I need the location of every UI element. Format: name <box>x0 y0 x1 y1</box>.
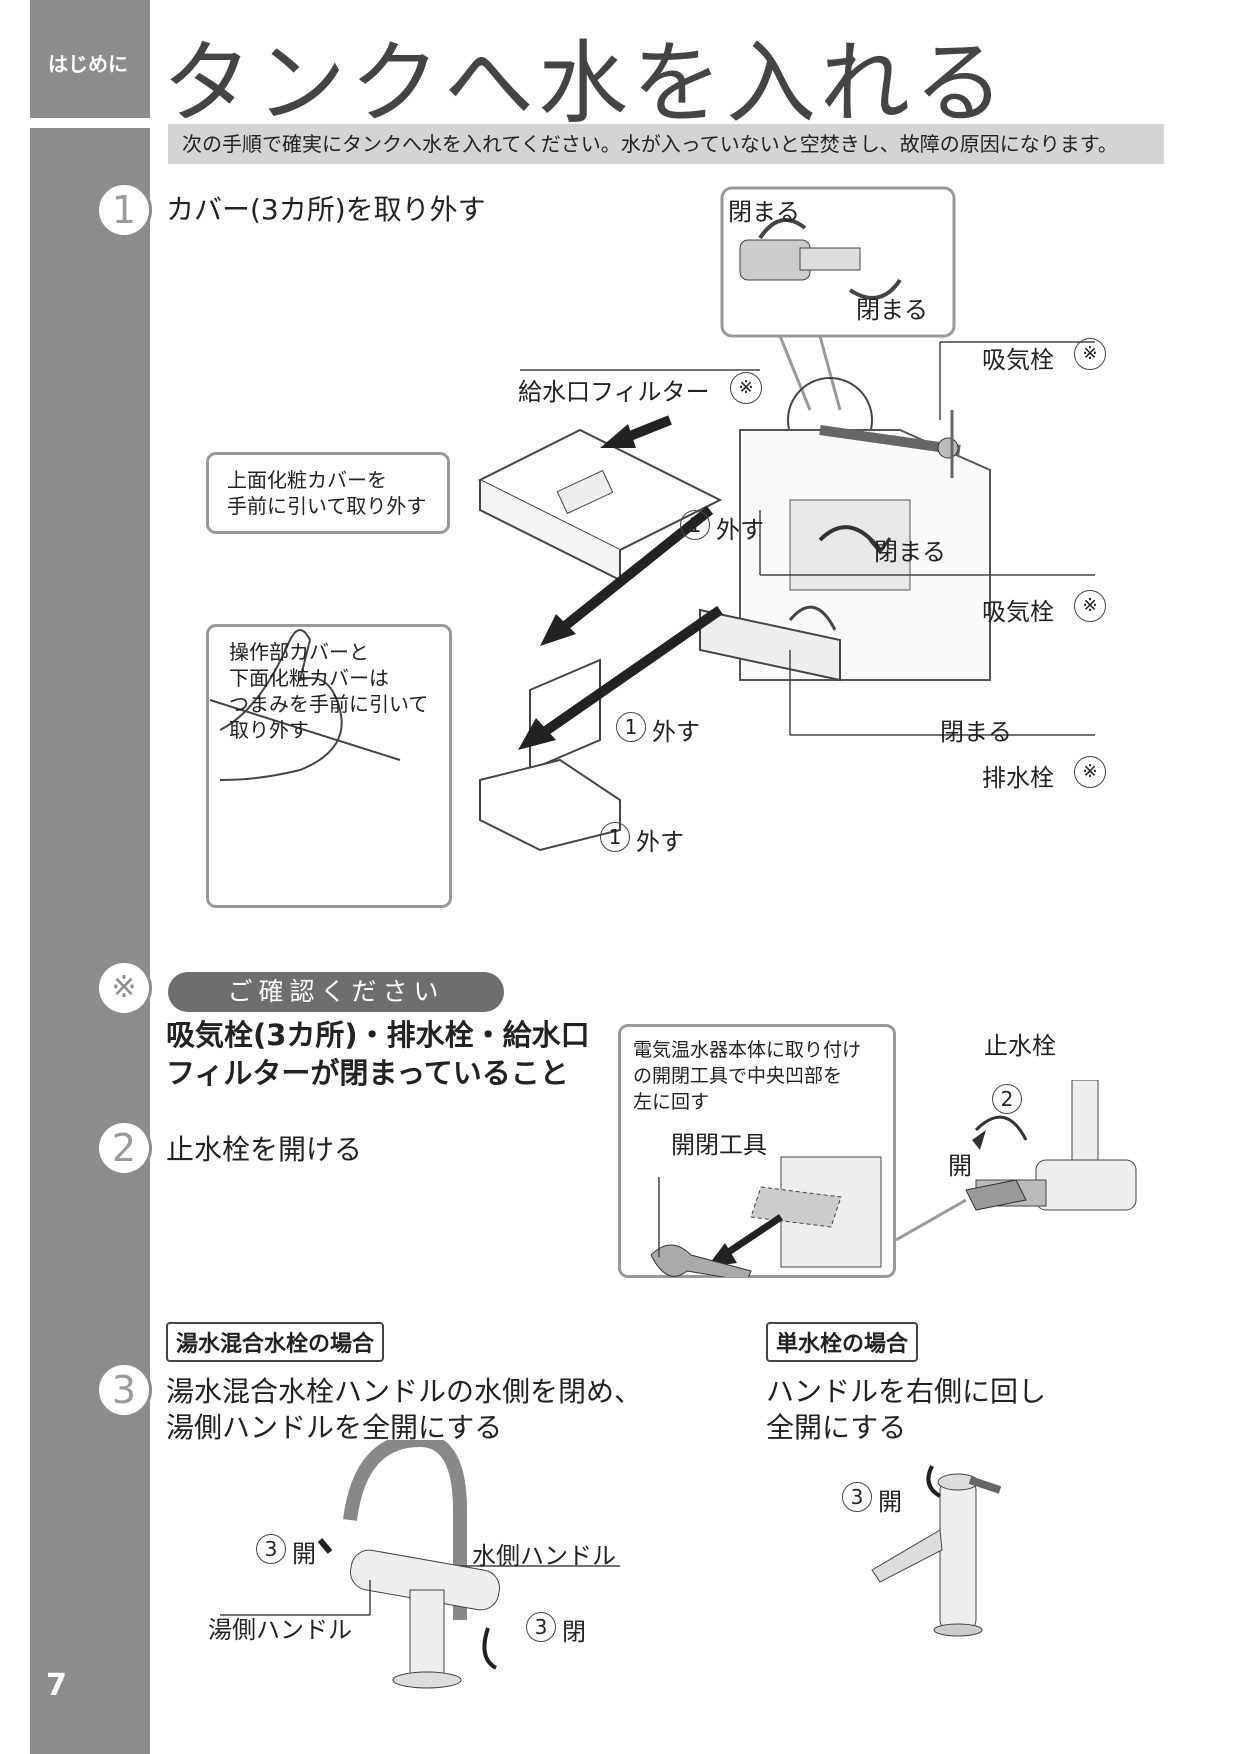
step-3-number: 3 <box>96 1362 152 1418</box>
tag-single: 単水栓の場合 <box>766 1322 919 1362</box>
step-3-mixer-line-2: 湯側ハンドルを全開にする <box>166 1411 503 1444</box>
step-mark-3b: 3 <box>526 1612 556 1642</box>
ref-mark-4: ※ <box>1074 756 1106 788</box>
step-mark-2: 2 <box>992 1084 1022 1114</box>
label-hot-handle: 湯側ハンドル <box>208 1616 352 1644</box>
label-close-3b: 閉 <box>562 1618 586 1646</box>
section-tab-label: はじめに <box>48 52 128 76</box>
label-open-2: 開 <box>948 1152 972 1180</box>
label-open-3c: 開 <box>878 1488 902 1516</box>
step-1-number: 1 <box>96 182 152 238</box>
single-faucet-illustration <box>871 1465 1002 1637</box>
step-mark-1a: 1 <box>680 510 710 540</box>
step-1-heading: カバー(3カ所)を取り外す <box>166 193 486 226</box>
notice-banner: 次の手順で確実にタンクへ水を入れてください。水が入っていないと空焚きし、故障の原… <box>168 124 1164 164</box>
note-tool-text: 電気温水器本体に取り付け の開閉工具で中央凹部を 左に回す <box>633 1039 862 1113</box>
ref-mark-3: ※ <box>1074 590 1106 622</box>
label-remove-3: 外す <box>636 828 684 856</box>
confirm-pill: ご確認ください <box>168 972 504 1012</box>
step-1-illustration <box>209 186 1095 852</box>
note-top-cover: 上面化粧カバーを 手前に引いて取り外す <box>206 452 450 534</box>
label-open-3a: 開 <box>292 1540 316 1568</box>
note-bottom-covers: 操作部カバーと 下面化粧カバーは つまみを手前に引いて 取り外す <box>206 624 452 908</box>
step-2-heading: 止水栓を開ける <box>166 1133 363 1166</box>
label-close-3: 閉まる <box>874 538 946 566</box>
tool-illustration <box>650 1156 882 1277</box>
stop-valve-illustration <box>896 1080 1137 1242</box>
ref-mark-1: ※ <box>1074 338 1106 370</box>
step-mark-1b: 1 <box>616 712 646 742</box>
step-3-single-line-2: 全開にする <box>766 1411 907 1444</box>
step-2-number: 2 <box>96 1120 152 1176</box>
label-remove-1: 外す <box>716 516 764 544</box>
page-title: タンクへ水を入れる <box>162 31 1008 136</box>
label-close-1: 閉まる <box>728 198 800 226</box>
note-top-cover-text: 上面化粧カバーを 手前に引いて取り外す <box>227 468 427 518</box>
label-remove-2: 外す <box>652 718 700 746</box>
mixer-faucet-illustration <box>220 1440 620 1689</box>
confirm-line-1: 吸気栓(3カ所)・排水栓・給水口 <box>166 1018 590 1052</box>
label-air-valve-2: 吸気栓 <box>982 598 1054 626</box>
section-tab: はじめに <box>30 0 150 118</box>
label-close-4: 閉まる <box>940 718 1012 746</box>
confirm-line-2: フィルターが閉まっていること <box>166 1056 569 1090</box>
step-mark-3c: 3 <box>842 1482 872 1512</box>
label-tool: 開閉工具 <box>671 1131 767 1159</box>
step-3-mixer-line-1: 湯水混合水栓ハンドルの水側を閉め、 <box>166 1375 643 1408</box>
label-filter: 給水口フィルター <box>518 378 710 406</box>
ref-mark-2: ※ <box>730 372 762 404</box>
label-close-2: 閉まる <box>856 296 928 324</box>
label-air-valve-1: 吸気栓 <box>982 346 1054 374</box>
label-water-handle: 水側ハンドル <box>472 1542 616 1570</box>
label-stop-valve: 止水栓 <box>984 1032 1056 1060</box>
label-drain-valve: 排水栓 <box>982 764 1054 792</box>
timeline-bar <box>130 128 148 1754</box>
page-number: 7 <box>46 1668 67 1703</box>
step-mark-3a: 3 <box>256 1534 286 1564</box>
tag-mixer: 湯水混合水栓の場合 <box>166 1322 385 1362</box>
step-mark-1c: 1 <box>600 822 630 852</box>
step-3-single-line-1: ハンドルを右側に回し <box>766 1375 1047 1408</box>
note-bottom-covers-text: 操作部カバーと 下面化粧カバーは つまみを手前に引いて 取り外す <box>229 640 429 742</box>
confirm-mark: ※ <box>96 960 152 1016</box>
note-tool: 電気温水器本体に取り付け の開閉工具で中央凹部を 左に回す 開閉工具 <box>618 1024 896 1278</box>
